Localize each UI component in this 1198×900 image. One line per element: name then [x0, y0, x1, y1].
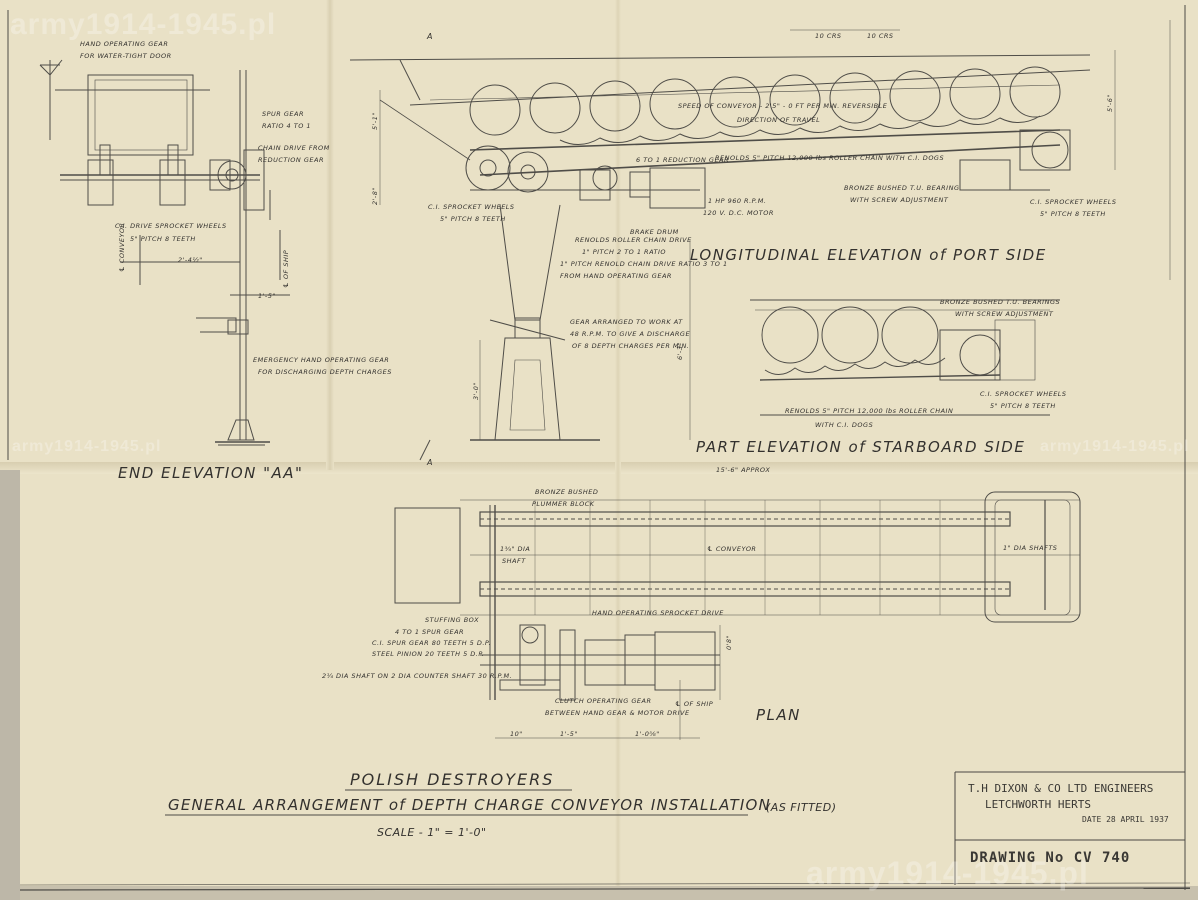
note-direction: DIRECTION OF TRAVEL: [737, 116, 821, 124]
note-part-bronze: BRONZE BUSHED T.U. BEARINGS: [940, 298, 1061, 306]
note-chain-drive: CHAIN DRIVE FROM: [258, 144, 330, 152]
note-spur-gear: SPUR GEAR: [262, 110, 304, 118]
dim-plan-10: 10": [510, 730, 523, 738]
note-drive-sprocket: C.I. DRIVE SPROCKET WHEELS: [115, 222, 227, 230]
dim-6-3: 6'-3": [676, 342, 684, 360]
note-speed: SPEED OF CONVEYOR - 2'5" - 0 FT PER MIN.…: [678, 102, 888, 110]
paper-left-edge: [0, 470, 20, 900]
note-plan-ci-spur: C.I. SPUR GEAR 80 TEETH 5 D.P.: [372, 639, 492, 647]
part-elevation-drawing: [750, 299, 1060, 416]
note-plan-shaft-left-2: SHAFT: [502, 557, 526, 565]
note-roller-drive-2: 1" PITCH 2 TO 1 RATIO: [582, 248, 667, 256]
plan-drawing: [394, 491, 1081, 740]
note-roller-drive: RENOLDS ROLLER CHAIN DRIVE: [575, 236, 692, 244]
note-plan-conveyor: ℄ CONVEYOR: [707, 545, 757, 553]
longitudinal-elevation-title: LONGITUDINAL ELEVATION of PORT SIDE: [690, 246, 1047, 264]
note-gear-arranged: GEAR ARRANGED TO WORK AT: [570, 318, 683, 326]
note-pitch-drive: 1" PITCH RENOLD CHAIN DRIVE RATIO 3 TO 1: [560, 260, 728, 268]
longitudinal-elevation-drawing: [349, 20, 1171, 461]
note-plan-stuffing: STUFFING BOX: [425, 616, 480, 624]
dim-2-4: 2'-4½": [178, 256, 203, 264]
note-part-bronze-2: WITH SCREW ADJUSTMENT: [955, 310, 1054, 318]
part-elevation-title: PART ELEVATION of STARBOARD SIDE: [696, 438, 1026, 456]
note-plan-clutch: CLUTCH OPERATING GEAR: [555, 697, 652, 705]
note-reduction: 6 TO 1 REDUCTION GEAR: [636, 156, 730, 164]
note-bronze-bush: BRONZE BUSHED T.U. BEARING: [844, 184, 960, 192]
section-mark-top: A: [427, 32, 433, 41]
note-conveyor-cl: ℄ CONVEYOR: [118, 222, 126, 272]
note-ci-sprocket-right-2: 5" PITCH 8 TEETH: [1040, 210, 1106, 218]
company-date: DATE 28 APRIL 1937: [1082, 815, 1169, 824]
note-part-sprocket-2: 5" PITCH 8 TEETH: [990, 402, 1056, 410]
note-gear-arranged-2: 48 R.P.M. TO GIVE A DISCHARGE: [570, 330, 691, 338]
note-brake: BRAKE DRUM: [630, 228, 679, 236]
note-renolds-chain: RENOLDS 5" PITCH 12,000 lbs ROLLER CHAIN…: [715, 154, 945, 162]
note-part-chain-2: WITH C.I. DOGS: [815, 421, 874, 429]
note-ci-sprocket-left-2: 5" PITCH 8 TEETH: [440, 215, 506, 223]
note-ci-sprocket-left: C.I. SPROCKET WHEELS: [428, 203, 515, 211]
section-mark-bottom: A: [427, 458, 433, 467]
note-pitch-drive-2: FROM HAND OPERATING GEAR: [560, 272, 672, 280]
title-block-frame: [954, 771, 1185, 885]
company-location: LETCHWORTH HERTS: [985, 798, 1091, 811]
dim-plan-1-5: 1'-5": [560, 730, 578, 738]
note-plan-overall: 15'-6" APPROX: [716, 466, 771, 474]
plan-title: PLAN: [756, 706, 801, 724]
note-plan-counter-shaft: 2¼ DIA SHAFT ON 2 DIA COUNTER SHAFT 30 R…: [322, 672, 513, 680]
note-hand-gear: HAND OPERATING GEAR: [80, 40, 169, 48]
note-plan-clutch-2: BETWEEN HAND GEAR & MOTOR DRIVE: [545, 709, 690, 717]
title-as-fitted: (AS FITTED): [766, 801, 837, 814]
dim-10-crs-1: 10 CRS: [815, 32, 842, 40]
title-polish-destroyers: POLISH DESTROYERS: [350, 770, 555, 789]
note-plan-steel-pinion: STEEL PINION 20 TEETH 5 D.P.: [372, 650, 485, 658]
note-emergency: EMERGENCY HAND OPERATING GEAR: [253, 356, 390, 364]
title-scale: SCALE - 1" = 1'-0": [377, 826, 487, 839]
watermark-top-left: army1914-1945.pl: [10, 8, 277, 41]
note-gear-arranged-3: OF 8 DEPTH CHARGES PER MIN.: [572, 342, 690, 350]
dim-1-5: 1'-5": [258, 292, 276, 300]
dim-5-1: 5'-1": [371, 112, 379, 130]
note-emergency-2: FOR DISCHARGING DEPTH CHARGES: [258, 368, 392, 376]
dim-5-6: 5'-6": [1106, 94, 1114, 112]
note-motor: 1 HP 960 R.P.M.: [708, 197, 767, 205]
end-elevation-title: END ELEVATION "AA": [118, 464, 304, 482]
note-drive-sprocket-2: 5" PITCH 8 TEETH: [130, 235, 196, 243]
note-bronze-bush-2: WITH SCREW ADJUSTMENT: [850, 196, 949, 204]
company-name: T.H DIXON & CO LTD ENGINEERS: [968, 782, 1154, 795]
note-plan-sprocket-drive: HAND OPERATING SPROCKET DRIVE: [592, 609, 724, 617]
watermark-bottom-right: army1914-1945.pl: [806, 855, 1089, 891]
watermark-mid-left: army1914-1945.pl: [12, 438, 162, 455]
note-hand-gear-2: FOR WATER-TIGHT DOOR: [80, 52, 172, 60]
note-plan-ship-cl: ℄ OF SHIP: [675, 700, 714, 708]
watermark-mid-right: army1914-1945.pl: [1040, 438, 1190, 455]
note-plan-plummer: BRONZE BUSHED: [535, 488, 599, 496]
note-ci-sprocket-right: C.I. SPROCKET WHEELS: [1030, 198, 1117, 206]
note-spur-ratio: RATIO 4 TO 1: [262, 122, 312, 130]
dim-2-8: 2'-8": [371, 187, 379, 205]
paper-fold-shadow: [0, 462, 1198, 474]
dim-10-crs-2: 10 CRS: [867, 32, 894, 40]
dim-3-0: 3'-0": [472, 382, 480, 400]
note-plan-plummer-2: PLUMMER BLOCK: [532, 500, 595, 508]
dim-plan-1-0: 1'-0⅝": [635, 730, 660, 738]
note-plan-spur4: 4 TO 1 SPUR GEAR: [395, 628, 465, 636]
drawing-number: DRAWING No CV 740: [970, 850, 1131, 866]
note-plan-shaft-right: 1" DIA SHAFTS: [1003, 544, 1058, 552]
note-plan-shaft-left: 1¾" DIA: [500, 545, 531, 553]
note-part-sprocket: C.I. SPROCKET WHEELS: [980, 390, 1067, 398]
end-elevation-drawing: [39, 59, 290, 446]
paper-fold-vertical: [326, 0, 334, 470]
note-motor-2: 120 V. D.C. MOTOR: [703, 209, 774, 217]
dim-plan-0-8: 0'8": [725, 634, 733, 650]
paper-fold-vertical-2: [615, 0, 621, 900]
note-chain-drive-2: REDUCTION GEAR: [258, 156, 324, 164]
note-ship-cl: ℄ OF SHIP: [282, 249, 290, 288]
note-part-chain: RENOLDS 5" PITCH 12,000 lbs ROLLER CHAIN: [785, 407, 954, 415]
title-general-arrangement: GENERAL ARRANGEMENT of DEPTH CHARGE CONV…: [168, 796, 771, 814]
